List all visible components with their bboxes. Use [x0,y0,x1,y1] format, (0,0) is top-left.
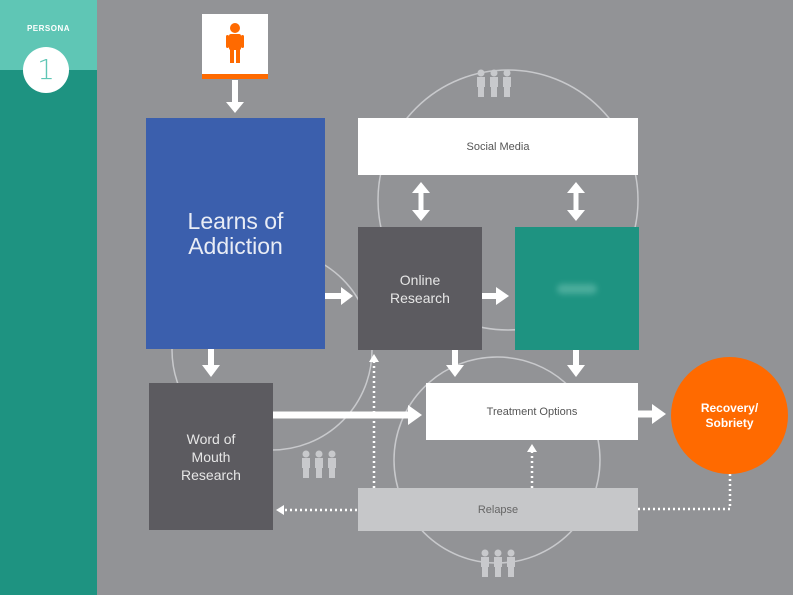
arrowhead [202,365,220,377]
persona-number-badge: 1 [23,47,69,93]
sidebar: PERSONA 1 [0,0,97,595]
arrowhead [567,365,585,377]
arrowhead [276,505,284,515]
arrowhead [527,444,537,452]
persona-label: PERSONA [26,24,71,33]
arrowhead [408,405,422,425]
box-social-media: Social Media [358,118,638,175]
people-group-icon-bottom [481,549,515,577]
box-relapse: Relapse [358,488,638,531]
arrowhead [412,210,430,221]
box-label: Treatment Options [486,405,578,418]
box-label: Learns of Addiction [187,207,284,259]
arrowhead [226,102,244,113]
people-group-icon-middle [302,450,336,478]
arrowhead [567,182,585,193]
arrowhead [369,354,379,362]
redacted-text [557,283,597,294]
box-learns-of-addiction: Learns of Addiction [146,118,325,349]
box-treatment-options: Treatment Options [426,383,638,440]
dotted-recovery-to-relapse [638,474,732,511]
arrowhead [567,210,585,221]
arrowhead [446,365,464,377]
box-label: Social Media [466,140,530,153]
box-word-of-mouth: Word of Mouth Research [149,383,273,530]
arrowhead [496,287,509,305]
arrowhead [341,287,353,305]
arrowhead [412,182,430,193]
person-icon [226,23,244,63]
arrowhead [652,404,666,424]
box-label: Relapse [477,503,519,516]
box-redacted [515,227,639,350]
circle-recovery-sobriety: Recovery/ Sobriety [671,357,788,474]
persona-start-card [202,14,268,79]
box-online-research: Online Research [358,227,482,350]
box-label: Recovery/ Sobriety [700,400,759,430]
people-group-icon-top [477,69,511,97]
box-label: Word of Mouth Research [181,430,241,483]
box-label: Online Research [390,271,450,306]
